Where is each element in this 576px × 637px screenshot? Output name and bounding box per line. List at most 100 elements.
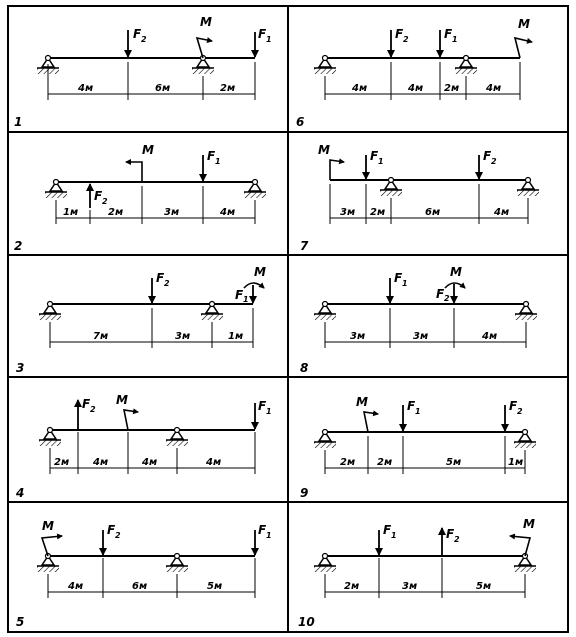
svg-text:2: 2	[115, 531, 121, 540]
svg-text:F: F	[444, 27, 453, 41]
svg-text:2: 2	[454, 535, 460, 544]
dimension-line	[47, 558, 256, 598]
svg-text:4м: 4м	[205, 457, 221, 468]
svg-text:3м: 3м	[340, 207, 355, 218]
svg-text:3: 3	[16, 361, 24, 375]
svg-text:2м: 2м	[54, 457, 69, 468]
svg-text:2м: 2м	[220, 83, 235, 94]
svg-text:M: M	[116, 393, 128, 407]
svg-text:5м: 5м	[446, 457, 461, 468]
svg-text:M: M	[142, 143, 154, 157]
svg-text:2м: 2м	[370, 207, 385, 218]
svg-text:3м: 3м	[350, 331, 365, 342]
svg-text:5м: 5м	[207, 581, 222, 592]
svg-text:2м: 2м	[444, 83, 459, 94]
svg-text:4м: 4м	[407, 83, 423, 94]
svg-text:2: 2	[444, 294, 450, 303]
svg-text:4м: 4м	[67, 581, 83, 592]
svg-text:1: 1	[415, 407, 421, 416]
panel-1: F 2 F 1 M 4м 6м 2м 1	[14, 15, 272, 129]
svg-text:2: 2	[403, 35, 409, 44]
moment-arrow-icon	[362, 410, 379, 433]
moment-arrow-icon	[329, 158, 345, 180]
svg-text:F: F	[258, 27, 267, 41]
svg-text:F: F	[107, 523, 116, 537]
svg-text:M: M	[518, 17, 530, 31]
svg-text:M: M	[523, 517, 535, 531]
dimension-line	[55, 186, 256, 224]
svg-text:F: F	[436, 287, 445, 301]
svg-text:6м: 6м	[155, 83, 170, 94]
svg-text:2м: 2м	[344, 581, 359, 592]
svg-text:4м: 4м	[219, 207, 235, 218]
panel-9: M F 1 F 2 2м 2м 5м 1м 9	[300, 395, 537, 500]
svg-text:1: 1	[402, 279, 408, 288]
svg-text:2: 2	[90, 405, 96, 414]
moment-arrow-icon	[122, 408, 139, 431]
svg-text:8: 8	[300, 361, 308, 375]
svg-text:2: 2	[517, 407, 523, 416]
svg-text:4м: 4м	[481, 331, 497, 342]
svg-text:F: F	[370, 149, 379, 163]
svg-text:2м: 2м	[377, 457, 392, 468]
svg-text:7м: 7м	[93, 331, 108, 342]
svg-text:F: F	[394, 271, 403, 285]
svg-text:2: 2	[164, 279, 170, 288]
svg-text:4м: 4м	[485, 83, 501, 94]
svg-text:M: M	[318, 143, 330, 157]
svg-text:2м: 2м	[108, 207, 123, 218]
svg-text:3м: 3м	[175, 331, 190, 342]
svg-text:9: 9	[300, 486, 308, 500]
svg-text:4м: 4м	[92, 457, 108, 468]
svg-text:F: F	[94, 189, 103, 203]
svg-text:F: F	[258, 523, 267, 537]
svg-text:7: 7	[300, 239, 309, 253]
panel-4: F 2 M F 1 2м 4м 4м 4м 4	[15, 393, 272, 500]
svg-text:1: 1	[266, 407, 272, 416]
svg-text:1м: 1м	[63, 207, 78, 218]
svg-text:F: F	[483, 149, 492, 163]
svg-text:5м: 5м	[476, 581, 491, 592]
svg-text:M: M	[450, 265, 462, 279]
svg-text:M: M	[42, 519, 54, 533]
svg-text:M: M	[200, 15, 212, 29]
panel-number: 1	[14, 115, 22, 129]
svg-text:M: M	[254, 265, 266, 279]
dimension-line	[49, 432, 256, 474]
dimension-line	[324, 436, 526, 474]
svg-text:6м: 6м	[132, 581, 147, 592]
moment-arrow-icon	[243, 282, 265, 289]
dimension-line	[329, 184, 529, 224]
moment-arrow-icon	[195, 36, 213, 59]
svg-text:4м: 4м	[351, 83, 367, 94]
svg-text:3м: 3м	[402, 581, 417, 592]
svg-text:4м: 4м	[141, 457, 157, 468]
panel-7: M F 1 F 2 3м 2м 6м 4м 7	[300, 143, 540, 253]
svg-text:1: 1	[266, 531, 272, 540]
svg-text:F: F	[82, 397, 91, 411]
table-frame	[7, 5, 569, 633]
svg-text:F: F	[407, 399, 416, 413]
svg-text:1: 1	[378, 157, 384, 166]
svg-text:2: 2	[141, 35, 147, 44]
moment-arrow-icon	[40, 533, 63, 557]
svg-text:F: F	[156, 271, 165, 285]
svg-text:F: F	[446, 527, 455, 541]
panel-8: F 1 F 2 M 3м 3м 4м 8	[300, 265, 538, 375]
moment-arrow-icon	[513, 36, 533, 59]
svg-text:F: F	[509, 399, 518, 413]
moment-arrow-icon	[509, 533, 532, 557]
svg-text:1м: 1м	[508, 457, 523, 468]
svg-text:M: M	[356, 395, 368, 409]
dimension-line	[324, 308, 527, 348]
svg-text:2: 2	[14, 239, 22, 253]
dimension-line	[47, 62, 256, 100]
svg-text:F: F	[395, 27, 404, 41]
panel-5: M F 2 F 1 4м 6м 5м 5	[16, 519, 272, 629]
svg-text:4м: 4м	[493, 207, 509, 218]
panel-10: F 1 F 2 M 2м 3м 5м 10	[298, 517, 537, 629]
panel-2: F 2 F 1 M 1м 2м 3м 4м 2	[14, 143, 267, 253]
panel-3: F 2 F 1 M 7м 3м 1м 3	[16, 265, 266, 375]
svg-text:4: 4	[15, 486, 24, 500]
